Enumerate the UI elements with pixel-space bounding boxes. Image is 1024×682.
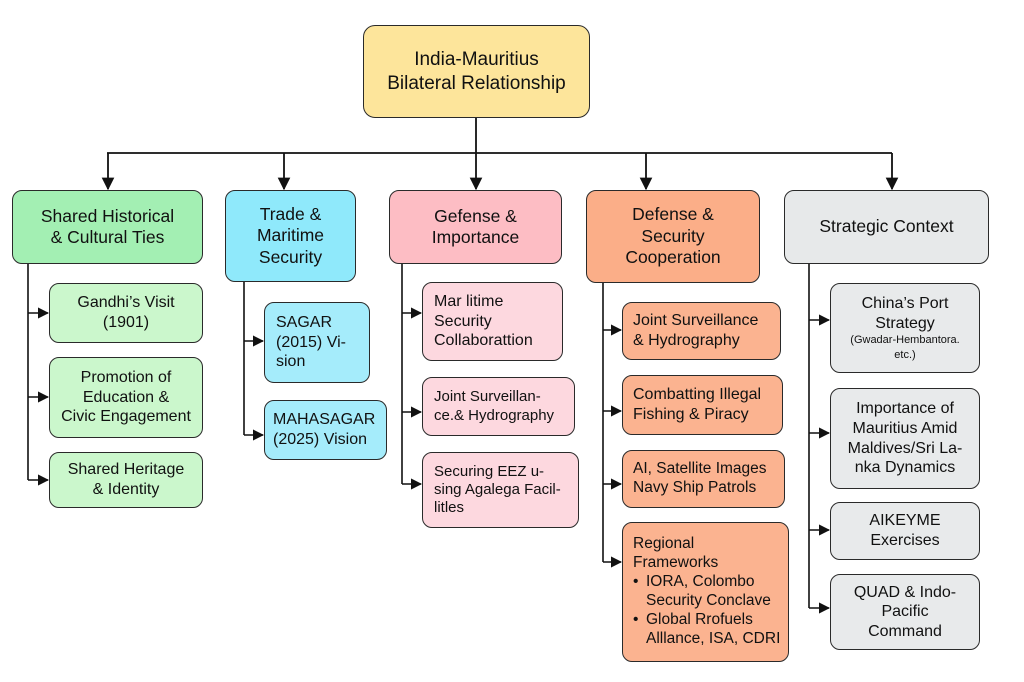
- node-line: China’s Port: [861, 295, 949, 313]
- bullet-item: IORA, Colombo Security Conclave: [633, 573, 780, 611]
- node-joint-surveillance: Joint Surveillance & Hydrography: [622, 302, 781, 360]
- node-quad-indo-pacific: QUAD & Indo- Pacific Command: [830, 574, 980, 650]
- node-joint-surveillance-hydrography: Joint Surveillan- ce.& Hydrography: [422, 377, 575, 436]
- node-line: litles: [434, 499, 465, 517]
- node-sagar-vision: SAGAR (2015) Vi- sion: [264, 302, 370, 383]
- node-aikeyme-exercises: AIKEYME Exercises: [830, 502, 980, 560]
- branch-header-trade-maritime-security: Trade & Maritime Security: [225, 190, 356, 282]
- node-line: Collaborattion: [434, 332, 533, 350]
- node-promotion-of-education: Promotion of Education & Civic Engagemen…: [49, 357, 203, 438]
- node-line: Frameworks: [633, 554, 719, 572]
- node-line: QUAD & Indo-: [853, 583, 957, 601]
- node-line: SAGAR: [276, 314, 333, 332]
- node-line: & Identity: [92, 481, 160, 498]
- node-line: Navy Ship Patrols: [633, 479, 757, 496]
- node-line: Civic Engagement: [61, 408, 191, 426]
- node-line: Shared Heritage: [67, 461, 185, 479]
- header-line: Security: [258, 246, 323, 267]
- node-line: Promotion of: [80, 369, 172, 387]
- node-line: sion: [276, 353, 306, 371]
- node-line: Joint Surveillan-: [434, 388, 541, 406]
- node-line: Fishing & Piracy: [633, 406, 749, 423]
- node-line: Security: [434, 312, 492, 330]
- header-line: Shared Historical: [40, 205, 175, 226]
- regional-frameworks-list: IORA, Colombo Security Conclave Global R…: [633, 573, 780, 649]
- node-shared-heritage: Shared Heritage & Identity: [49, 452, 203, 508]
- bullet-line: Security Conclave: [646, 592, 771, 609]
- branch-header-strategic-context: Strategic Context: [784, 190, 989, 264]
- root-title-line: India-Mauritius: [414, 49, 539, 71]
- node-gandhis-visit: Gandhi’s Visit (1901): [49, 283, 203, 343]
- node-note-line: etc.): [894, 348, 916, 361]
- header-line: & Cultural Ties: [50, 227, 165, 247]
- node-line: Importance of: [856, 400, 954, 418]
- header-line: Importance: [431, 227, 520, 247]
- bullet-line: Alllance, ISA, CDRI: [646, 629, 781, 647]
- node-line: Pacific: [881, 603, 929, 621]
- node-note-line: (Gwadar-Hembantora.: [850, 334, 960, 347]
- header-line: Maritime: [256, 225, 325, 246]
- branch-header-defense-security-cooperation: Defense & Security Cooperation: [586, 190, 760, 283]
- node-mahasagar-vision: MAHASAGAR (2025) Vision: [264, 400, 387, 460]
- header-line: Cooperation: [625, 247, 721, 268]
- node-line: & Hydrography: [633, 332, 740, 349]
- node-line: Gandhi’s Visit: [77, 294, 175, 312]
- node-importance-of-mauritius: Importance of Mauritius Amid Maldives/Sr…: [830, 388, 980, 489]
- node-line: Mauritius Amid: [852, 419, 958, 437]
- node-line: sing Agalega Facil-: [434, 480, 561, 498]
- node-line: Joint Surveillance: [633, 312, 759, 330]
- node-line: Mar litime: [434, 293, 504, 311]
- node-line: Maldives/Sri La-: [847, 439, 963, 457]
- branch-header-gefense-importance: Gefense & Importance: [389, 190, 562, 264]
- header-line: Trade &: [259, 203, 322, 224]
- branch-header-shared-historical-cultural-ties: Shared Historical & Cultural Ties: [12, 190, 203, 264]
- node-line: AI, Satellite Images: [633, 460, 767, 478]
- node-combatting-illegal-fishing: Combatting Illegal Fishing & Piracy: [622, 375, 783, 435]
- node-line: Combatting Illegal: [633, 386, 762, 404]
- node-line: ce.& Hydrography: [434, 406, 555, 424]
- bullet-line: IORA, Colombo: [646, 573, 755, 591]
- node-line: Exercises: [870, 532, 940, 549]
- node-regional-frameworks: Regional Frameworks IORA, Colombo Securi…: [622, 522, 789, 662]
- bullet-item: Global Rrofuels Alllance, ISA, CDRI: [633, 611, 780, 649]
- node-line: Strategy: [875, 314, 935, 332]
- root-node: India-Mauritius Bilateral Relationship: [363, 25, 590, 118]
- node-line: Command: [868, 622, 942, 640]
- node-line: (2015) Vi-: [276, 333, 346, 351]
- node-securing-eez-agalega: Securing EEZ u- sing Agalega Facil- litl…: [422, 452, 579, 528]
- header-line: Security: [641, 225, 705, 246]
- node-line: nka Dynamics: [854, 459, 956, 477]
- node-chinas-port-strategy: China’s Port Strategy (Gwadar-Hembantora…: [830, 283, 980, 373]
- node-ai-satellite-patrols: AI, Satellite Images Navy Ship Patrols: [622, 450, 785, 508]
- node-line: Regional: [633, 535, 695, 553]
- node-line: Education &: [82, 388, 170, 406]
- root-title-line: Bilateral Relationship: [387, 72, 566, 94]
- header-line: Strategic Context: [819, 216, 954, 237]
- node-line: (2025) Vision: [273, 431, 367, 448]
- node-line: AIKEYME: [869, 512, 941, 530]
- bullet-line: Global Rrofuels: [646, 610, 753, 628]
- header-line: Defense &: [632, 204, 714, 225]
- node-line: Securing EEZ u-: [434, 462, 545, 480]
- header-line: Gefense &: [434, 205, 517, 226]
- node-line: (1901): [102, 314, 150, 331]
- node-maritime-security-collaboration: Mar litime Security Collaborattion: [422, 282, 563, 361]
- node-line: MAHASAGAR: [273, 411, 376, 429]
